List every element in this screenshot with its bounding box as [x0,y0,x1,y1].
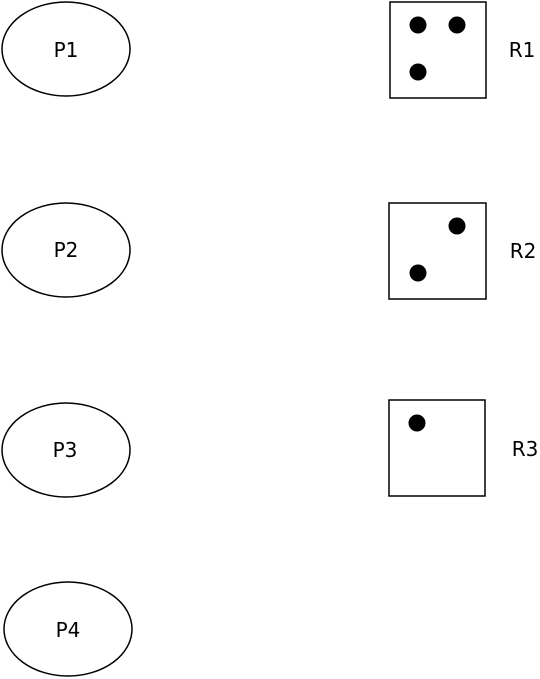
process-ellipse [1,1,131,97]
resource-instance-dot [408,414,426,432]
resource-box [388,202,487,300]
process-node-p3[interactable]: P3 [1,402,131,498]
resource-instance-dot [409,16,427,34]
process-node-p2[interactable]: P2 [1,202,131,298]
process-label: P2 [54,238,79,262]
resource-instance-dot [409,264,427,282]
process-ellipse [1,202,131,298]
resource-box [389,1,487,99]
resource-node-r2[interactable] [388,202,487,300]
process-node-p4[interactable]: P4 [3,581,133,677]
process-ellipse [1,402,131,498]
resource-instance-dot [448,16,466,34]
process-label: P3 [53,438,78,462]
resource-instance-dot [409,63,427,81]
process-ellipse [3,581,133,677]
resource-node-r1[interactable] [389,1,487,99]
resource-box [388,399,486,497]
resource-label-r3: R3 [512,437,539,461]
process-label: P1 [54,38,79,62]
process-node-p1[interactable]: P1 [1,1,131,97]
resource-node-r3[interactable] [388,399,486,497]
resource-instance-dot [448,217,466,235]
resource-label-r2: R2 [510,239,537,263]
process-label: P4 [56,618,81,642]
resource-label-r1: R1 [509,38,536,62]
